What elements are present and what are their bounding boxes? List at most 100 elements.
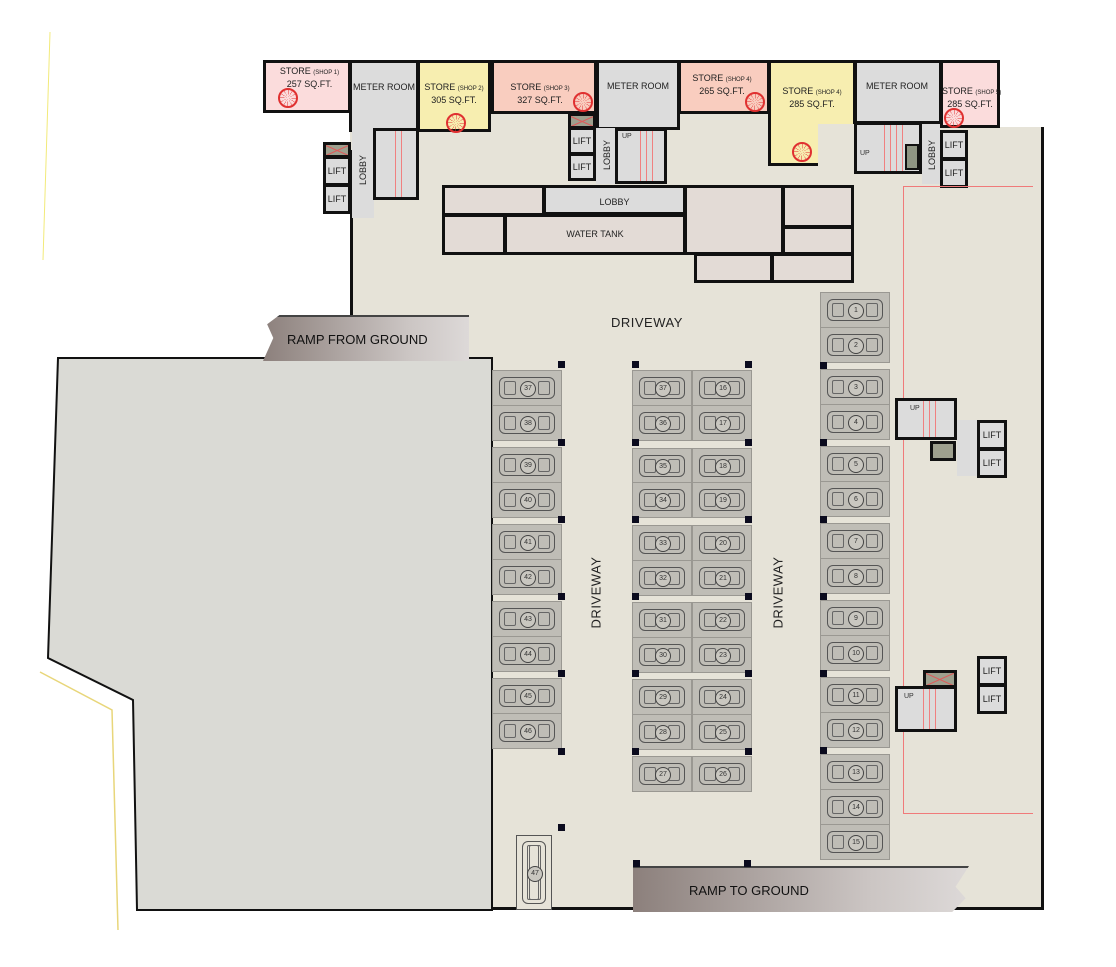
- driveway-label-right: DRIVEWAY: [770, 556, 786, 629]
- parking-slot[interactable]: 44: [492, 636, 562, 672]
- parking-slot[interactable]: 39: [492, 447, 562, 483]
- central-lobby-label: LOBBY: [599, 197, 630, 207]
- driveway-label-left: DRIVEWAY: [588, 556, 604, 629]
- parking-slot[interactable]: 9: [820, 600, 890, 636]
- parking-slot[interactable]: 35: [632, 448, 692, 484]
- parking-slot[interactable]: 6: [820, 481, 890, 517]
- parking-slot[interactable]: 14: [820, 789, 890, 825]
- store-shop-5-label: STORE (SHOP 5)285 SQ.FT.: [942, 86, 1002, 109]
- parking-slot[interactable]: 20: [692, 525, 752, 561]
- parking-slot[interactable]: 12: [820, 712, 890, 748]
- spiral-stair-icon: [278, 88, 298, 108]
- parking-slot[interactable]: 22: [692, 602, 752, 638]
- lift-5a[interactable]: LIFT: [977, 656, 1007, 686]
- store-shop-1[interactable]: [263, 60, 351, 113]
- parking-slot[interactable]: 19: [692, 482, 752, 518]
- column: [558, 516, 565, 523]
- parking-slot[interactable]: 37: [632, 370, 692, 406]
- parking-slot[interactable]: 40: [492, 482, 562, 518]
- parking-slot[interactable]: 13: [820, 754, 890, 790]
- parking-slot[interactable]: 37: [492, 370, 562, 406]
- shaft-block: [930, 441, 956, 461]
- parking-slot[interactable]: 34: [632, 482, 692, 518]
- parking-slot[interactable]: 16: [692, 370, 752, 406]
- parking-slot[interactable]: 27: [632, 756, 692, 792]
- column: [745, 670, 752, 677]
- tank-block-g: [771, 253, 854, 283]
- spiral-stair-icon: [792, 142, 812, 162]
- parking-slot[interactable]: 23: [692, 637, 752, 673]
- parking-slot[interactable]: 47: [516, 835, 552, 910]
- column: [558, 593, 565, 600]
- column: [633, 860, 640, 867]
- tank-block-b: [442, 214, 506, 255]
- parking-slot[interactable]: 29: [632, 679, 692, 715]
- parking-slot[interactable]: 10: [820, 635, 890, 671]
- parking-slot[interactable]: 15: [820, 824, 890, 860]
- parking-slot[interactable]: 31: [632, 602, 692, 638]
- column: [820, 516, 827, 523]
- spiral-stair-icon: [573, 92, 593, 112]
- setback-line: [903, 186, 1033, 814]
- parking-slot[interactable]: 45: [492, 678, 562, 714]
- ramp-from-ground-label: RAMP FROM GROUND: [287, 331, 428, 347]
- lift-1a[interactable]: LIFT: [323, 156, 351, 186]
- parking-slot[interactable]: 38: [492, 405, 562, 441]
- column: [745, 748, 752, 755]
- column: [820, 670, 827, 677]
- parking-slot[interactable]: 41: [492, 524, 562, 560]
- meter-room-2: [596, 60, 680, 130]
- parking-slot[interactable]: 11: [820, 677, 890, 713]
- column: [820, 362, 827, 369]
- lift-1b[interactable]: LIFT: [323, 184, 351, 214]
- column: [632, 439, 639, 446]
- spiral-stair-icon: [944, 108, 964, 128]
- meter-room-1: [349, 60, 419, 132]
- parking-slot[interactable]: 28: [632, 714, 692, 750]
- column: [558, 439, 565, 446]
- up-label: UP: [622, 133, 632, 140]
- lift-4b[interactable]: LIFT: [977, 448, 1007, 478]
- ramp-to-ground[interactable]: RAMP TO GROUND: [633, 866, 969, 912]
- tank-block-c: [684, 185, 784, 255]
- tank-block-d: [782, 185, 854, 228]
- parking-slot[interactable]: 26: [692, 756, 752, 792]
- parking-slot[interactable]: 18: [692, 448, 752, 484]
- meter-room-3-label: METER ROOM: [866, 81, 928, 91]
- up-label: UP: [860, 150, 870, 157]
- column: [632, 361, 639, 368]
- parking-slot[interactable]: 42: [492, 559, 562, 595]
- parking-slot[interactable]: 4: [820, 404, 890, 440]
- parking-slot[interactable]: 21: [692, 560, 752, 596]
- column: [745, 516, 752, 523]
- column: [632, 670, 639, 677]
- parking-slot[interactable]: 30: [632, 637, 692, 673]
- column: [558, 670, 565, 677]
- parking-slot[interactable]: 33: [632, 525, 692, 561]
- lift-2b[interactable]: LIFT: [568, 153, 596, 181]
- lobby-2: [596, 128, 616, 184]
- ramp-from-ground[interactable]: RAMP FROM GROUND: [263, 315, 469, 361]
- column: [632, 748, 639, 755]
- lift-3a[interactable]: LIFT: [940, 130, 968, 160]
- parking-slot[interactable]: 2: [820, 327, 890, 363]
- parking-slot[interactable]: 32: [632, 560, 692, 596]
- parking-slot[interactable]: 5: [820, 446, 890, 482]
- parking-slot[interactable]: 8: [820, 558, 890, 594]
- lift-3b[interactable]: LIFT: [940, 158, 968, 188]
- lift-2a[interactable]: LIFT: [568, 127, 596, 155]
- parking-slot[interactable]: 24: [692, 679, 752, 715]
- parking-slot[interactable]: 17: [692, 405, 752, 441]
- parking-slot[interactable]: 46: [492, 713, 562, 749]
- parking-slot[interactable]: 1: [820, 292, 890, 328]
- water-tank-label: WATER TANK: [566, 229, 624, 239]
- column: [820, 439, 827, 446]
- parking-slot[interactable]: 36: [632, 405, 692, 441]
- lift-4a[interactable]: LIFT: [977, 420, 1007, 450]
- parking-slot[interactable]: 7: [820, 523, 890, 559]
- meter-room-3: [854, 60, 942, 124]
- parking-slot[interactable]: 43: [492, 601, 562, 637]
- parking-slot[interactable]: 3: [820, 369, 890, 405]
- lift-5b[interactable]: LIFT: [977, 684, 1007, 714]
- parking-slot[interactable]: 25: [692, 714, 752, 750]
